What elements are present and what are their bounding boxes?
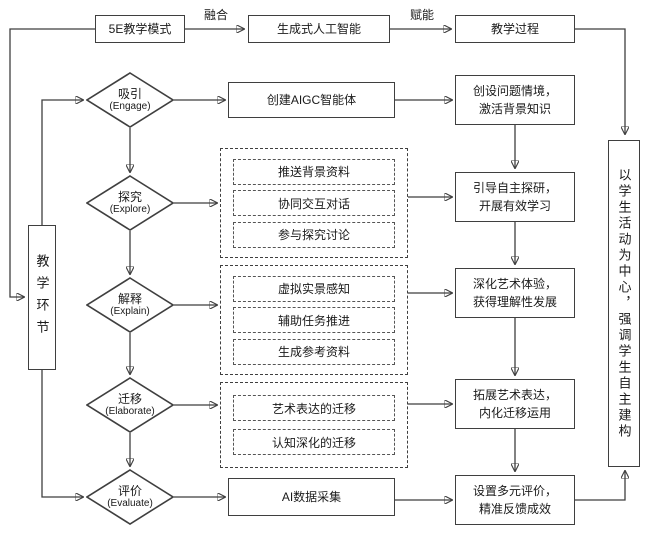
outcome-line1: 创设问题情境， (472, 84, 557, 98)
node-teaching-process: 教学过程 (455, 15, 575, 43)
stage-label-zh: 探究 (117, 189, 142, 204)
stage-label-en: (Engage) (109, 101, 151, 113)
stage-label-en: (Elaborate) (105, 406, 155, 418)
stage-label-zh: 评价 (117, 483, 142, 498)
stage-explore: 探究(Explore) (86, 175, 174, 231)
group-item: 辅助任务推进 (233, 307, 395, 333)
arrow-left-rail-to-engage (41, 100, 83, 225)
node-5e-model: 5E教学模式 (95, 15, 185, 43)
outcome-evaluate: 设置多元评价， 精准反馈成效 (455, 475, 575, 525)
diamond-shape (86, 72, 174, 128)
right-rail-student-centered: 以学生活动为中心，强调学生自主建构 (608, 140, 640, 467)
stage-label-zh: 迁移 (117, 391, 142, 406)
stage-evaluate: 评价(Evaluate) (86, 469, 174, 525)
edge-label-empower: 赋能 (409, 8, 434, 22)
stage-engage: 吸引(Engage) (86, 72, 174, 128)
group-item: 推送背景资料 (233, 158, 395, 185)
diamond-shape (86, 277, 174, 333)
outcome-line2: 内化迁移运用 (478, 406, 551, 420)
stage-label-en: (Explain) (110, 306, 150, 318)
outcome-engage: 创设问题情境， 激活背景知识 (455, 75, 575, 125)
group-item: 认知深化的迁移 (233, 429, 395, 455)
stage-label-en: (Evaluate) (107, 498, 153, 510)
stage-label-en: (Explore) (109, 204, 151, 216)
outcome-line2: 精准反馈成效 (478, 502, 551, 516)
stage-elaborate: 迁移(Elaborate) (86, 377, 174, 433)
arrow-model-to-left-rail (9, 28, 95, 297)
group-item: 艺术表达的迁移 (233, 395, 395, 421)
group-item: 虚拟实景感知 (233, 275, 395, 302)
arrow-process-to-right-rail (575, 28, 625, 134)
diamond-shape (86, 377, 174, 433)
group-item: 生成参考资料 (233, 338, 395, 365)
outcome-line2: 激活背景知识 (478, 102, 551, 116)
arrow-left-rail-to-evaluate (41, 370, 83, 497)
explain-action-group: 虚拟实景感知 辅助任务推进 生成参考资料 (220, 265, 408, 375)
stage-label-zh: 解释 (117, 291, 142, 306)
stage-explain: 解释(Explain) (86, 277, 174, 333)
left-rail-teaching-stages: 教学环节 (28, 225, 56, 370)
arrow-outcome-5-to-right-rail (575, 471, 625, 501)
group-item: 协同交互对话 (233, 190, 395, 216)
outcome-elaborate: 拓展艺术表达， 内化迁移运用 (455, 379, 575, 429)
outcome-explain: 深化艺术体验， 获得理解性发展 (455, 268, 575, 318)
action-create-aigc-agent: 创建AIGC智能体 (228, 82, 395, 118)
outcome-line2: 获得理解性发展 (472, 295, 557, 309)
outcome-line1: 引导自主探研， (472, 181, 557, 195)
elaborate-action-group: 艺术表达的迁移 认知深化的迁移 (220, 382, 408, 468)
outcome-line1: 深化艺术体验， (472, 277, 557, 291)
edge-label-fusion: 融合 (203, 8, 228, 22)
outcome-line1: 拓展艺术表达， (472, 388, 557, 402)
action-ai-data-collection: AI数据采集 (228, 478, 395, 516)
diamond-shape (86, 175, 174, 231)
diamond-shape (86, 469, 174, 525)
stage-label-zh: 吸引 (117, 86, 142, 101)
node-generative-ai: 生成式人工智能 (248, 15, 390, 43)
group-item: 参与探究讨论 (233, 221, 395, 248)
outcome-line2: 开展有效学习 (478, 199, 551, 213)
explore-action-group: 推送背景资料 协同交互对话 参与探究讨论 (220, 148, 408, 258)
outcome-explore: 引导自主探研， 开展有效学习 (455, 172, 575, 222)
outcome-line1: 设置多元评价， (472, 484, 557, 498)
